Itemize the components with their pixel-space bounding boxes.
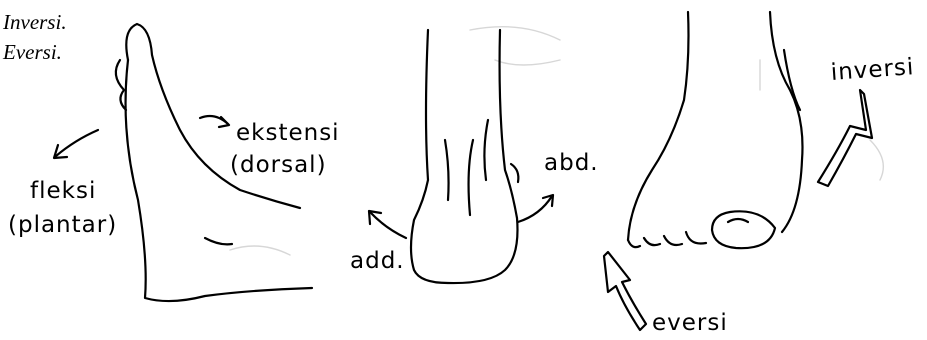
front-view-foot-drawing [628,12,803,248]
adduction-arrow [369,211,406,238]
eversion-arrow [604,252,646,330]
label-abd: abd. [544,150,599,176]
label-fleksi: fleksi [30,178,96,204]
abduction-arrow [518,195,553,222]
dorsal-flexion-arrow [200,116,229,127]
inversion-arrow [818,90,872,186]
label-plantar: (plantar) [8,212,117,238]
label-ekstensi: ekstensi [236,120,340,146]
plantar-flexion-arrow [54,130,98,158]
label-eversi: eversi [652,310,728,336]
label-dorsal: (dorsal) [230,152,327,178]
heel-view-foot-drawing [411,30,518,283]
label-add: add. [350,248,405,274]
